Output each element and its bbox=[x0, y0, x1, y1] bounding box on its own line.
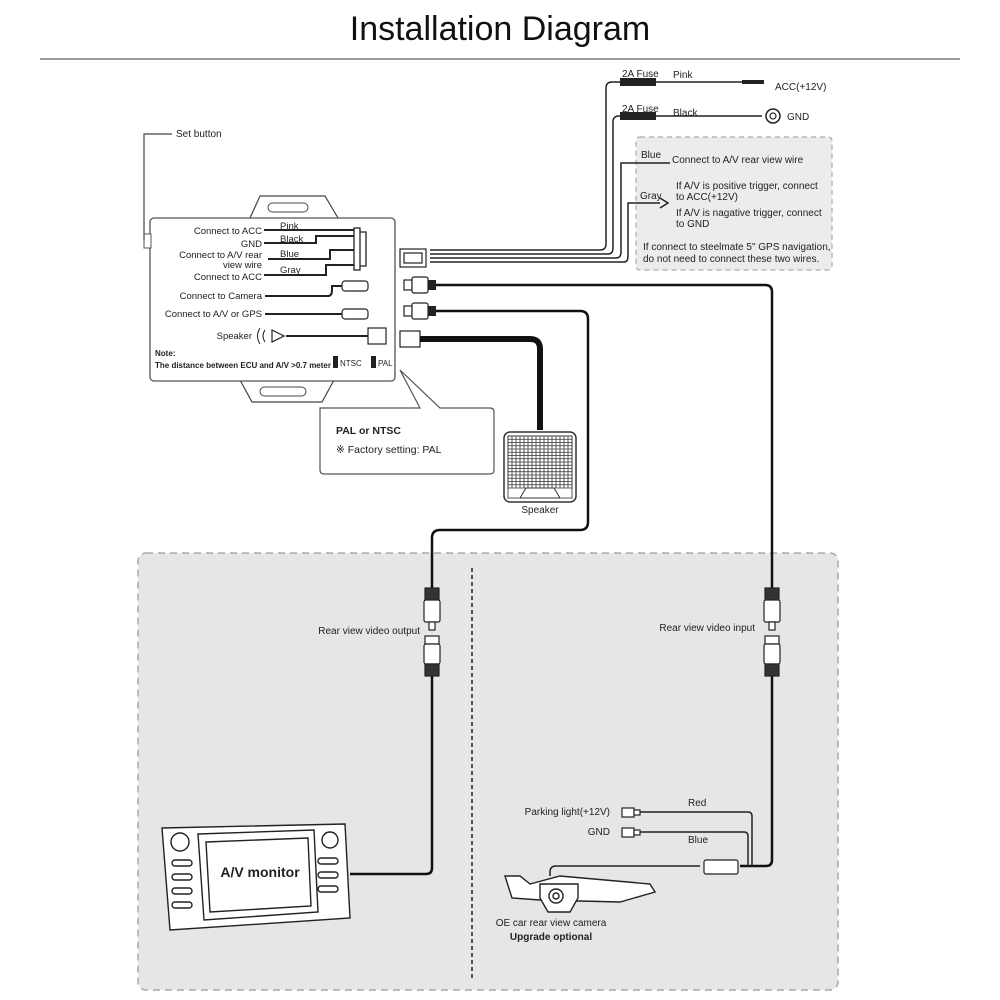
fuse-gnd-label: 2A Fuse bbox=[622, 104, 659, 115]
ecu-wire-blue: Blue bbox=[280, 249, 299, 260]
camera-plug bbox=[703, 859, 739, 875]
wire-blue-label: Blue bbox=[688, 835, 708, 846]
ecu-note-text: The distance between ECU and A/V >0.7 me… bbox=[155, 361, 331, 370]
title-divider bbox=[40, 58, 960, 60]
note-steelmate-2: do not need to connect these two wires. bbox=[643, 254, 819, 265]
callout-text: ※ Factory setting: PAL bbox=[336, 444, 442, 456]
camera-harness bbox=[549, 811, 753, 876]
switch-ntsc-label: NTSC bbox=[340, 359, 362, 368]
fuse-acc bbox=[620, 78, 656, 86]
ecu-box bbox=[143, 195, 396, 403]
rca-output-plugs bbox=[423, 587, 441, 677]
parking-light-label: Parking light(+12V) bbox=[525, 807, 610, 818]
gnd-ring-terminal bbox=[765, 108, 781, 124]
ecu-row-acc-2: Connect to ACC bbox=[194, 272, 262, 283]
callout-bubble bbox=[319, 369, 495, 475]
page-title: Installation Diagram bbox=[349, 10, 651, 48]
wire-pink-label: Pink bbox=[673, 70, 693, 81]
ecu-row-av-2: view wire bbox=[223, 260, 262, 271]
note-blue-label: Blue bbox=[641, 150, 661, 161]
rear-camera-icon bbox=[504, 875, 657, 913]
ecu-wire-black: Black bbox=[280, 234, 303, 245]
ecu-row-acc: Connect to ACC bbox=[194, 226, 262, 237]
ecu-row-speaker: Speaker bbox=[217, 331, 252, 342]
note-blue-text: Connect to A/V rear view wire bbox=[672, 155, 804, 166]
callout-title: PAL or NTSC bbox=[336, 425, 401, 437]
wire-red-label: Red bbox=[688, 798, 706, 809]
av-monitor-icon bbox=[161, 823, 351, 931]
camera-sub-label: Upgrade optional bbox=[510, 932, 592, 943]
note-negative-2: to GND bbox=[676, 219, 709, 230]
video-cables bbox=[350, 283, 774, 876]
note-gray-label: Gray bbox=[640, 191, 662, 202]
camera-label: OE car rear view camera bbox=[496, 918, 607, 929]
switch-pal-label: PAL bbox=[378, 359, 393, 368]
set-button-leader bbox=[143, 133, 172, 240]
note-negative-1: If A/V is nagative trigger, connect bbox=[676, 208, 822, 219]
ecu-connectors bbox=[399, 248, 429, 348]
camera-gnd-label: GND bbox=[588, 827, 610, 838]
switch-pal-icon bbox=[371, 356, 376, 368]
fuse-gnd bbox=[620, 112, 656, 120]
ecu-row-av: Connect to A/V rear bbox=[179, 250, 262, 261]
output-label: Rear view video output bbox=[318, 626, 420, 637]
ecu-wire-gray: Gray bbox=[280, 265, 301, 276]
ecu-note-title: Note: bbox=[155, 349, 175, 358]
acc-label: ACC(+12V) bbox=[775, 82, 826, 93]
ecu-row-camera: Connect to Camera bbox=[180, 291, 263, 302]
note-positive-1: If A/V is positive trigger, connect bbox=[676, 181, 818, 192]
speaker-cable bbox=[420, 336, 543, 430]
acc-terminal bbox=[742, 80, 764, 84]
power-harness bbox=[430, 81, 762, 263]
set-button-label: Set button bbox=[176, 129, 222, 140]
fuse-acc-label: 2A Fuse bbox=[622, 69, 659, 80]
speaker-label: Speaker bbox=[521, 505, 559, 516]
monitor-label: A/V monitor bbox=[220, 864, 300, 880]
gnd-label: GND bbox=[787, 112, 809, 123]
notes-box bbox=[635, 136, 833, 271]
ecu-wire-pink: Pink bbox=[280, 221, 299, 232]
wire-black-label: Black bbox=[673, 108, 698, 119]
note-positive-2: to ACC(+12V) bbox=[676, 192, 738, 203]
ecu-internal-wiring bbox=[264, 229, 368, 337]
note-steelmate-1: If connect to steelmate 5" GPS navigatio… bbox=[643, 242, 831, 253]
ecu-row-gnd: GND bbox=[241, 239, 262, 250]
speaker-icon bbox=[503, 431, 577, 503]
rca-input-plugs bbox=[763, 587, 781, 677]
ecu-row-av-gps: Connect to A/V or GPS bbox=[165, 309, 262, 320]
input-label: Rear view video input bbox=[659, 623, 755, 634]
switch-ntsc-icon bbox=[333, 356, 338, 368]
